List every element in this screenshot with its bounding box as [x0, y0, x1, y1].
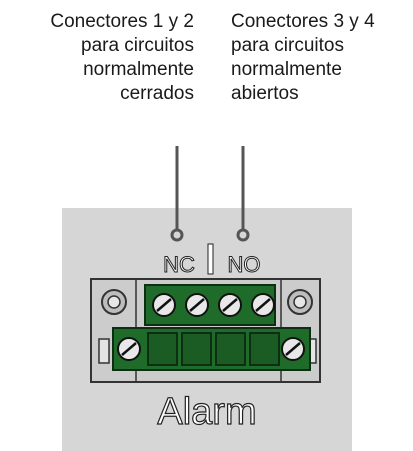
no-label: NO — [228, 252, 261, 277]
alarm-label: Alarm — [157, 391, 256, 433]
leader-dot-nc — [170, 228, 184, 242]
mount-screw-right-icon — [287, 289, 313, 315]
callout-no-line-4: abiertos — [231, 83, 299, 104]
wire-slot-3 — [215, 332, 246, 366]
callout-nc-line-2: para circuitos — [81, 35, 194, 56]
leader-dot-no — [236, 228, 250, 242]
callout-nc-line-4: cerrados — [120, 83, 194, 104]
nc-label: NC — [163, 252, 195, 277]
plug-screw-right-icon — [281, 337, 305, 361]
mount-screw-left-icon — [101, 289, 127, 315]
callout-no-line-1: Conectores 3 y 4 — [231, 11, 375, 32]
callout-nc-line-1: Conectores 1 y 2 — [50, 11, 194, 32]
callout-no-description: Conectores 3 y 4 para circuitos normalme… — [231, 10, 375, 106]
terminal-screw-3-icon — [218, 293, 242, 317]
terminal-screw-1-icon — [152, 293, 176, 317]
callout-nc-description: Conectores 1 y 2 para circuitos normalme… — [50, 10, 194, 106]
wire-slot-1 — [147, 332, 178, 366]
nc-no-divider — [207, 243, 214, 275]
plug-slots — [147, 332, 280, 366]
wire-slot-2 — [181, 332, 212, 366]
terminal-screw-2-icon — [185, 293, 209, 317]
callout-no-line-2: para circuitos — [231, 35, 344, 56]
callout-nc-line-3: normalmente — [83, 59, 194, 80]
terminal-screw-4-icon — [251, 293, 275, 317]
wire-slot-4 — [249, 332, 280, 366]
callout-no-line-3: normalmente — [231, 59, 342, 80]
side-tab-left — [98, 338, 110, 364]
plug-screw-left-icon — [117, 337, 141, 361]
